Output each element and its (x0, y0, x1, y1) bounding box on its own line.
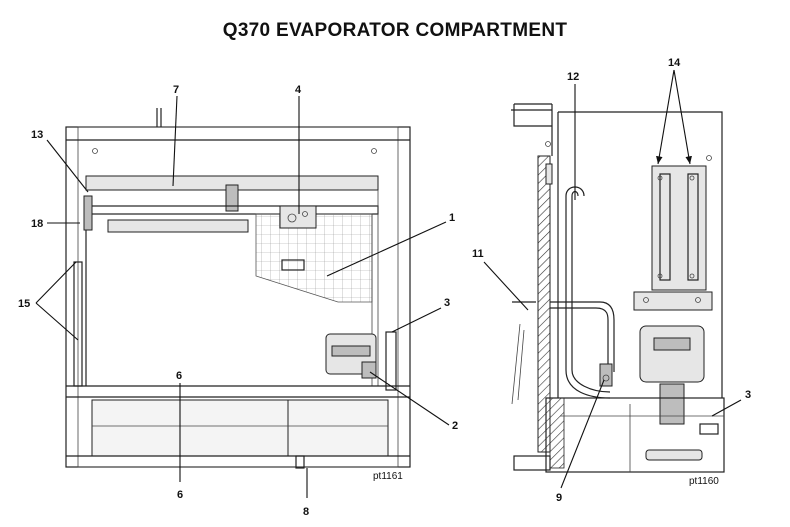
probe-bracket (279, 205, 317, 229)
water-trough (91, 399, 289, 457)
callout-18: 18 (31, 218, 43, 230)
callout-14: 14 (668, 57, 681, 69)
callout-3-left: 3 (444, 297, 450, 309)
callout-6: 6 (176, 370, 182, 382)
left-view (65, 108, 411, 469)
water-pump-right (639, 325, 705, 383)
distribution-tube (107, 219, 249, 233)
callout-13: 13 (31, 129, 43, 141)
left-callouts: 7 4 13 18 15 1 3 2 6 6 8 pt1161 (18, 84, 458, 518)
callout-6-label: 6 (177, 489, 183, 501)
back-wall (537, 155, 551, 453)
callout-11: 11 (472, 248, 484, 260)
diagram-title: Q370 EVAPORATOR COMPARTMENT (222, 20, 568, 41)
ref-code-right: pt1160 (689, 476, 719, 487)
right-callouts: 14 12 11 3 9 pt1160 (472, 57, 751, 504)
reservoir (545, 397, 725, 473)
right-view (511, 103, 725, 473)
callout-3-right: 3 (745, 389, 751, 401)
callout-4: 4 (295, 84, 302, 96)
ref-code-left: pt1161 (373, 471, 403, 482)
callout-1: 1 (449, 212, 455, 224)
callout-12: 12 (567, 71, 579, 83)
mounting-bracket (651, 165, 707, 291)
callout-15: 15 (18, 298, 30, 310)
callout-8: 8 (303, 506, 309, 518)
callout-9: 9 (556, 492, 562, 504)
callout-2: 2 (452, 420, 458, 432)
callout-7: 7 (173, 84, 179, 96)
